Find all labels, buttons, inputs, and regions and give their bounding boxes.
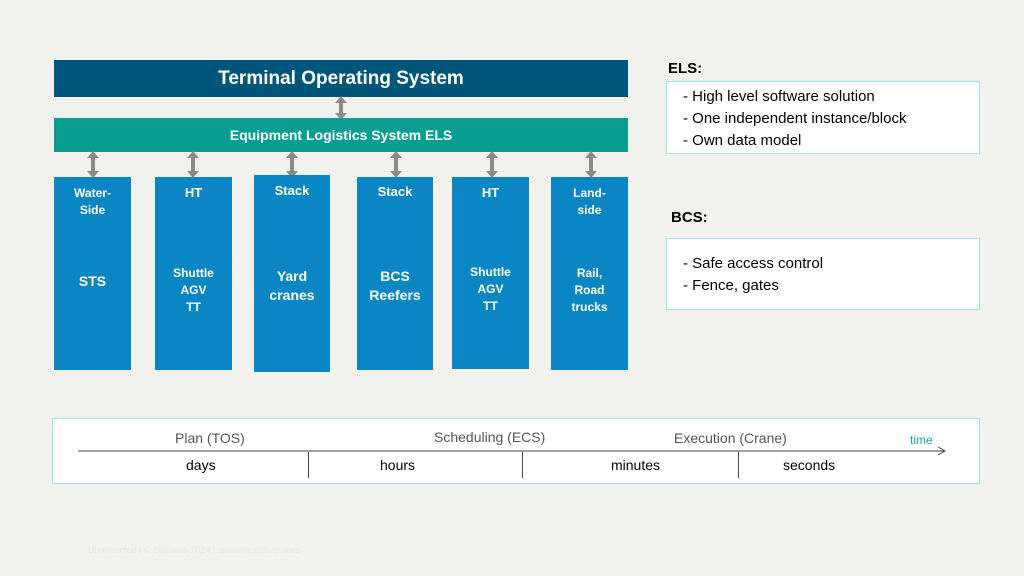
col-arrow-icon [486,151,498,178]
footer-text: Unrestricted | © Siemens 2024 | siemens.… [88,545,301,555]
column-body: BCS Reefers [369,267,421,303]
els-info-box: - High level software solution - One ind… [666,81,980,154]
column-head: Land- side [573,186,606,217]
tos-els-arrow-icon [335,96,347,120]
column-waterside: Water- Side STS [54,177,131,370]
column-head: HT [481,185,500,200]
column-head: Stack [377,184,413,199]
timeline-divider [522,452,523,478]
els-block: Equipment Logistics System ELS [54,118,628,152]
els-info-item: - Own data model [683,132,802,149]
timeline-divider [308,452,309,478]
col-arrow-icon [187,151,199,178]
tos-label: Terminal Operating System [218,67,464,89]
column-body: Shuttle AGV TT [173,265,214,314]
els-info-item: - One independent instance/block [683,110,907,127]
bcs-info-box: - Safe access control - Fence, gates [666,238,980,310]
column-head: Stack [274,183,310,198]
column-head: HT [184,185,203,200]
column-body: Yard cranes [269,267,315,303]
column-stack-1: Stack Yard cranes [254,175,330,372]
els-heading: ELS: [668,60,703,77]
column-body: Shuttle AGV TT [470,264,511,313]
column-stack-2: Stack BCS Reefers [357,177,433,370]
els-info-item: - High level software solution [683,88,875,105]
column-landside: Land- side Rail, Road trucks [551,177,628,370]
column-ht-1: HT Shuttle AGV TT [155,177,232,370]
col-arrow-icon [390,151,402,178]
time-axis-label: time [910,433,933,447]
phase-scheduling: Scheduling (ECS) [434,429,546,445]
phase-execution: Execution (Crane) [674,430,787,446]
unit-hours: hours [380,457,416,473]
unit-days: days [186,457,216,473]
col-arrow-icon [585,151,597,178]
col-arrow-icon [286,151,298,178]
phase-plan: Plan (TOS) [175,430,245,446]
time-arrow-icon [78,446,947,456]
column-body: Rail, Road trucks [571,265,608,314]
column-head: Water- Side [74,186,111,217]
bcs-info-item: - Safe access control [683,255,824,272]
unit-seconds: seconds [783,457,836,473]
unit-minutes: minutes [611,457,661,473]
col-arrow-icon [87,151,99,178]
column-body: STS [78,272,107,289]
els-label: Equipment Logistics System ELS [229,127,453,143]
tos-block: Terminal Operating System [54,60,628,97]
timeline-divider [738,452,739,478]
bcs-info-item: - Fence, gates [683,277,779,294]
bcs-heading: BCS: [671,209,708,226]
column-ht-2: HT Shuttle AGV TT [452,177,529,369]
